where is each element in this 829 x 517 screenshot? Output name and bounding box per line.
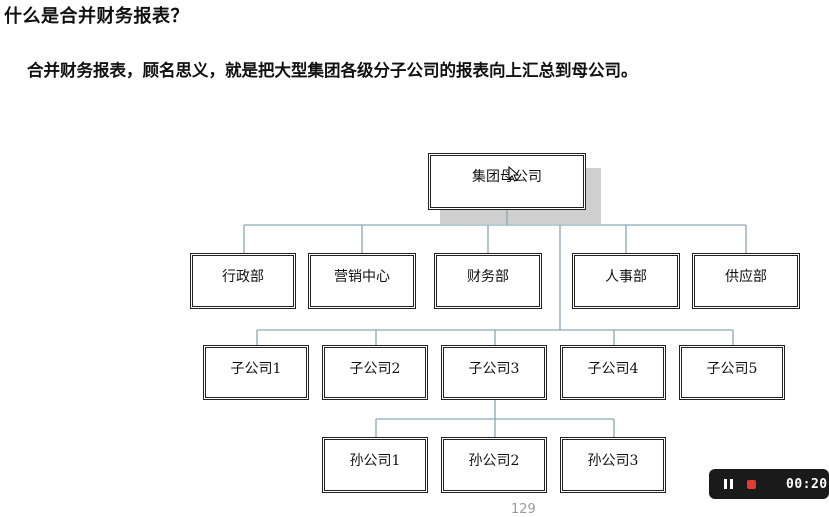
org-node-sub-1: 子公司1 — [203, 345, 309, 400]
record-icon[interactable] — [747, 479, 756, 489]
page-number: 129 — [511, 502, 536, 517]
recording-player: 00:20 — [709, 469, 829, 499]
pause-icon[interactable] — [724, 479, 733, 489]
org-node-dept-2: 营销中心 — [308, 253, 416, 309]
org-node-grand-2: 孙公司2 — [441, 437, 547, 493]
intro-text: 合并财务报表，顾名思义，就是把大型集团各级分子公司的报表向上汇总到母公司。 — [27, 61, 638, 80]
org-node-sub-5: 子公司5 — [679, 345, 785, 400]
org-node-grand-1: 孙公司1 — [322, 437, 428, 493]
org-node-dept-3: 财务部 — [434, 253, 542, 309]
recording-timer: 00:20 — [786, 476, 828, 492]
org-node-dept-5: 供应部 — [692, 253, 800, 309]
page-title: 什么是合并财务报表？ — [4, 6, 189, 27]
org-node-sub-3: 子公司3 — [441, 345, 547, 400]
org-chart-connectors — [243, 210, 747, 437]
org-node-sub-2: 子公司2 — [322, 345, 428, 400]
org-node-sub-4: 子公司4 — [560, 345, 666, 400]
org-node-dept-1: 行政部 — [190, 253, 296, 309]
mouse-cursor-icon — [508, 165, 520, 182]
org-node-root: 集团母公司 — [428, 153, 586, 210]
org-node-grand-3: 孙公司3 — [560, 437, 666, 493]
org-node-dept-4: 人事部 — [572, 253, 680, 309]
